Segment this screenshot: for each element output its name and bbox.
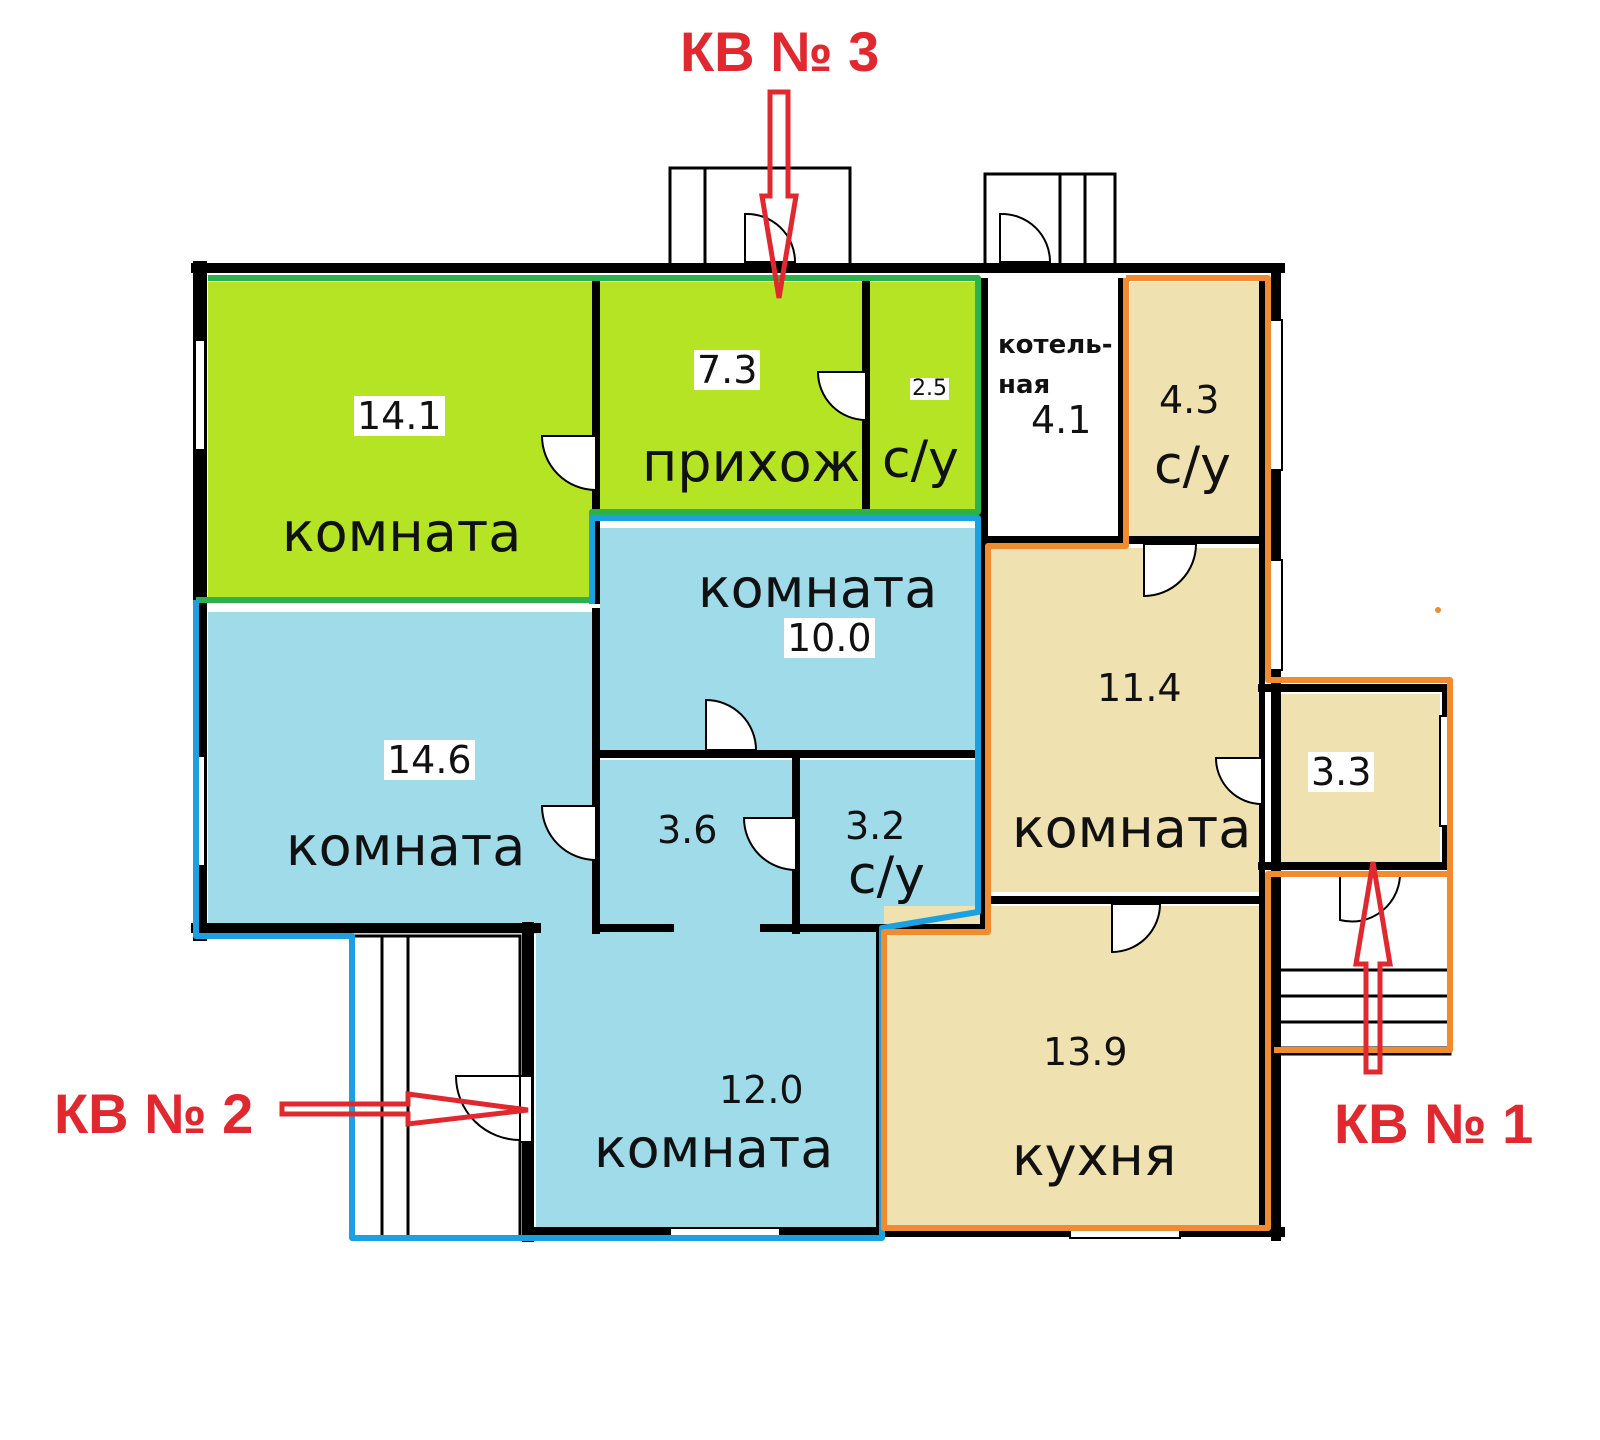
arrow-apartment-3 [759, 89, 799, 299]
room-14-1-name: комната [282, 501, 522, 564]
room-10-0-area: 10.0 [784, 618, 875, 658]
room-7-3-area: 7.3 [694, 350, 761, 390]
arrow-apartment-1 [1353, 861, 1393, 1075]
doors [454, 212, 1402, 1142]
room-3-2-name: с/у [848, 846, 925, 906]
room-7-3-name: прихож [642, 431, 861, 494]
room-12-0-area: 12.0 [716, 1070, 807, 1110]
room-4-3-area: 4.3 [1156, 380, 1223, 420]
room-2-5-area: 2.5 [910, 376, 949, 401]
room-4-1-area: 4.1 [1028, 400, 1095, 440]
apartment-1-rooms [884, 282, 1440, 1228]
room-10-0-name: комната [698, 557, 938, 620]
room-3-2-area: 3.2 [842, 806, 909, 846]
room-4-1-name-line1: котель- [998, 330, 1113, 360]
room-7-3 [600, 282, 862, 510]
room-11-4-name: комната [1012, 797, 1252, 860]
room-14-6-name: комната [286, 815, 526, 878]
room-13-9-area: 13.9 [1040, 1032, 1131, 1072]
apartment-outlines [193, 275, 1453, 1241]
apartment-3-label: КВ № 3 [680, 20, 880, 83]
room-2-5-name: с/у [882, 430, 959, 490]
room-12-0-name: комната [594, 1117, 834, 1180]
room-13-9-name: кухня [1012, 1125, 1177, 1188]
room-14-1-area: 14.1 [354, 396, 445, 436]
entry-arrows [279, 89, 1393, 1127]
room-14-6-area: 14.6 [384, 740, 475, 780]
room-14-1 [208, 282, 596, 600]
apartment-3-outline [196, 275, 981, 603]
room-4-3-name: с/у [1154, 436, 1231, 496]
room-11-4-area: 11.4 [1094, 668, 1185, 708]
apartment-1-outline [881, 275, 1453, 1231]
room-3-3-area: 3.3 [1308, 752, 1375, 792]
room-12-0 [536, 930, 884, 1230]
apartment-2-label: КВ № 2 [54, 1082, 254, 1145]
apartment-3-rooms [208, 282, 978, 600]
arrow-apartment-2 [279, 1091, 529, 1127]
room-4-1-name-line2: ная [998, 370, 1051, 400]
room-3-6-area: 3.6 [654, 810, 721, 850]
apartment-1-label: КВ № 1 [1334, 1092, 1534, 1155]
room-11-4 [988, 548, 1262, 892]
